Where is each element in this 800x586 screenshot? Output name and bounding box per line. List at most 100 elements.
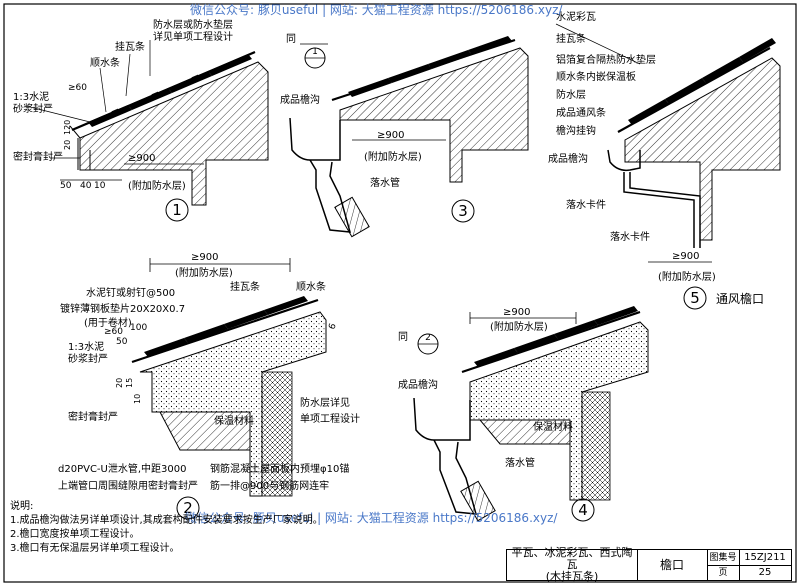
detail2-dim-100: 100 <box>130 323 147 333</box>
detail4-number-circle <box>571 498 595 522</box>
detail5-label-clip-2: 落水卡件 <box>610 230 650 243</box>
detail4-insulation-slab <box>469 321 649 501</box>
detail-4: ≥900 (附加防水层) 2 同 成品檐沟 保温材料 落水管 4 <box>398 306 649 522</box>
detail2-label-batten: 挂瓦条 <box>230 280 260 293</box>
detail2-dim-50: 50 <box>116 337 128 347</box>
detail5-label-batten: 挂瓦条 <box>556 32 586 45</box>
detail2-label-mortar-seal: 砂浆封严 <box>68 352 108 365</box>
detail4-label-insulation: 保温材料 <box>533 420 573 433</box>
detail2-label-rebar-row: 筋一排@900与钢筋网连牢 <box>210 479 329 492</box>
detail2-label-900: ≥900 <box>191 252 218 263</box>
detail2-dim-6: 6 <box>327 322 338 331</box>
notes-block: 说明: 1.成品檐沟做法另详单项设计,其成套构配件安装要求按生产厂家说明。 2.… <box>10 500 323 556</box>
watermark-top: 微信公众号: 豚贝useful | 网站: 大猫工程资源 https://520… <box>190 2 563 17</box>
detail3-label-900: ≥900 <box>377 130 404 141</box>
detail3-label-extra-waterproof: (附加防水层) <box>364 150 422 163</box>
detail3-ref-number: 1 <box>312 47 318 57</box>
detail-5: 水泥彩瓦 挂瓦条 铝箔复合隔热防水垫层 顺水条内嵌保温板 防水层 成品通风条 檐… <box>548 10 781 310</box>
detail1-dim-40: 40 <box>80 181 92 191</box>
detail5-label-900: ≥900 <box>672 251 699 262</box>
detail2-label-insulation: 保温材料 <box>214 414 254 427</box>
detail4-label-gutter: 成品檐沟 <box>398 378 438 391</box>
detail2-label-single-design: 单项工程设计 <box>300 412 360 425</box>
detail1-label-see-design: 详见单项工程设计 <box>153 30 233 43</box>
detail5-roof-slab <box>624 57 781 241</box>
detail1-dim-120: 120 <box>63 120 72 135</box>
title-block-atlas-label: 图集号 <box>707 550 740 566</box>
detail1-label-cement: 1:3水泥 <box>13 90 49 103</box>
detail1-label-counter-batten: 顺水条 <box>90 56 120 69</box>
detail-2: ≥900 (附加防水层) 挂瓦条 顺水条 水泥钉或射钉@500 镀锌薄钢板垫片2… <box>58 252 360 520</box>
detail5-label-insulation-board: 顺水条内嵌保温板 <box>556 70 636 83</box>
detail2-dim-60: ≥60 <box>104 327 123 337</box>
detail1-dim-20: 20 <box>63 140 72 150</box>
detail3-label-gutter: 成品檐沟 <box>280 93 320 106</box>
notes-item-1: 1.成品檐沟做法另详单项设计,其成套构配件安装要求按生产厂家说明。 <box>10 515 323 526</box>
detail4-label-same: 同 <box>398 331 408 343</box>
detail5-label-title: 通风檐口 <box>716 292 764 306</box>
detail4-ref-number: 2 <box>425 333 431 343</box>
detail4-tiles <box>474 306 638 367</box>
detail4-insulation-wall <box>581 391 611 501</box>
detail3-downpipe <box>309 159 352 233</box>
detail5-label-cement-tile: 水泥彩瓦 <box>556 10 596 23</box>
detail2-label-cement: 1:3水泥 <box>68 340 104 353</box>
detail2-label-rebar-anchor: 钢筋混凝土屋面板内预埋φ10锚 <box>210 462 349 475</box>
drawing-frame <box>3 3 797 583</box>
detail2-label-waterproof-see: 防水层详见 <box>300 396 350 409</box>
detail4-gutter <box>413 397 471 441</box>
detail2-label-sealant: 密封膏封严 <box>68 410 118 423</box>
detail5-number-circle <box>683 286 707 310</box>
detail1-tiles <box>88 54 252 127</box>
detail-3: 1 同 成品檐沟 ≥900 (附加防水层) 落水管 3 <box>280 33 529 238</box>
detail3-gutter <box>289 117 341 161</box>
detail1-roof-slab <box>79 61 269 206</box>
detail2-label-seal-gap: 上端管口周围缝隙用密封膏封严 <box>58 479 198 492</box>
detail2-label-extra-waterproof: (附加防水层) <box>175 266 233 279</box>
detail1-label-waterproof: 防水层或防水垫层 <box>153 18 233 31</box>
title-block-name-line1: 平瓦、冰泥彩瓦、西式陶瓦 <box>511 546 633 571</box>
detail1-number: 1 <box>172 201 182 219</box>
detail2-dim-15: 15 <box>125 378 134 388</box>
detail1-label-sealant: 密封膏封严 <box>13 150 63 163</box>
detail3-label-downpipe: 落水管 <box>370 176 400 189</box>
detail1-label-batten: 挂瓦条 <box>115 40 145 53</box>
detail2-label-counter-batten: 顺水条 <box>296 280 326 293</box>
watermark-bottom: 微信公众号: 豚贝useful | 网站: 大猫工程资源 https://520… <box>185 510 558 525</box>
detail5-gutter <box>607 149 641 172</box>
detail4-label-downpipe: 落水管 <box>505 456 535 469</box>
detail3-number: 3 <box>458 202 468 220</box>
detail2-label-shim: 镀锌薄钢板垫片20X20X0.7 <box>60 302 185 315</box>
detail2-number: 2 <box>183 499 193 517</box>
detail-1: 1 防水层或防水垫层 详见单项工程设计 挂瓦条 顺水条 1:3水泥 砂浆封严 密… <box>13 18 269 222</box>
title-block-title: 檐口 <box>637 550 708 580</box>
detail5-label-gutter: 成品檐沟 <box>548 152 588 165</box>
detail3-roof-slab <box>339 47 529 183</box>
detail5-tiles <box>628 38 776 125</box>
detail2-dim-20: 20 <box>115 378 124 388</box>
detail1-label-extra-waterproof: (附加防水层) <box>128 179 186 192</box>
detail4-label-extra-waterproof: (附加防水层) <box>490 320 548 333</box>
title-block-name: 平瓦、冰泥彩瓦、西式陶瓦 (木挂瓦条) <box>507 546 638 583</box>
detail2-label-nail: 水泥钉或射钉@500 <box>86 286 175 299</box>
detail2-tiles <box>144 296 308 357</box>
title-block-page-value: 25 <box>758 566 772 578</box>
detail2-label-for-membrane: (用于卷材) <box>84 316 132 329</box>
detail3-label-same: 同 <box>286 33 296 45</box>
detail5-label-vent-strip: 成品通风条 <box>556 106 606 119</box>
detail4-label-900: ≥900 <box>503 307 530 318</box>
detail5-downpipe <box>623 172 695 248</box>
title-block-name-line2: (木挂瓦条) <box>545 570 599 583</box>
notes-item-3: 3.檐口有无保温层另详单项工程设计。 <box>10 543 180 554</box>
detail1-dim-60: ≥60 <box>68 83 87 93</box>
detail1-label-mortar-seal: 砂浆封严 <box>13 102 53 115</box>
notes-title: 说明: <box>10 501 34 512</box>
title-block-atlas-value: 15ZJ211 <box>739 550 791 566</box>
detail5-label-clip-1: 落水卡件 <box>566 198 606 211</box>
detail1-dim-10: 10 <box>94 181 106 191</box>
detail1-dim-50: 50 <box>60 181 72 191</box>
detail4-downpipe <box>433 439 478 515</box>
detail2-dim-10: 10 <box>133 394 142 404</box>
detail5-label-foil-underlay: 铝箔复合隔热防水垫层 <box>556 53 656 66</box>
detail4-number: 4 <box>578 501 588 519</box>
